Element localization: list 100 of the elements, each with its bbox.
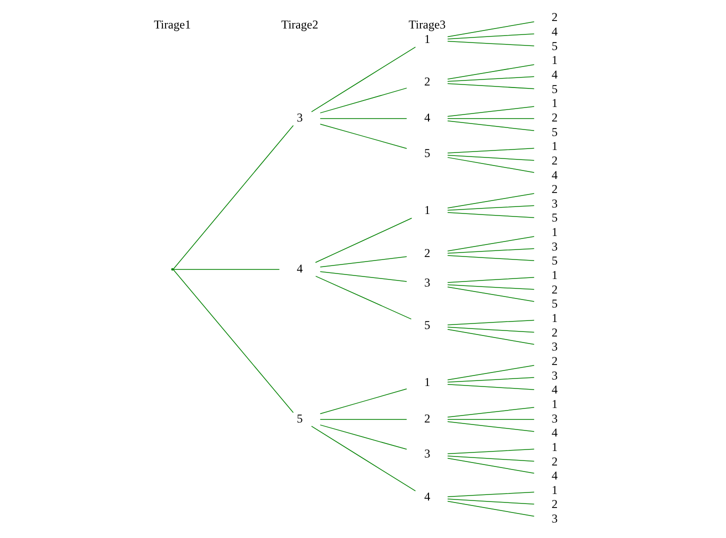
connector: [319, 88, 407, 114]
node-text: 1: [551, 482, 558, 497]
node-text: 4: [551, 24, 558, 38]
node-text: 4: [551, 67, 558, 82]
connector: [446, 421, 534, 432]
connector: [446, 212, 534, 218]
connector: [446, 377, 534, 383]
connector: [446, 106, 534, 117]
connector: [446, 193, 534, 208]
connector: [314, 276, 412, 320]
connector: [446, 148, 534, 154]
connector: [172, 125, 294, 270]
node-text: 5: [551, 82, 558, 96]
connector: [446, 120, 534, 132]
node-text: 1: [424, 32, 430, 46]
connector: [446, 419, 534, 420]
connector: [446, 500, 534, 517]
connector: [446, 406, 534, 418]
node-text: 1: [551, 396, 558, 411]
node-text: 3: [551, 411, 558, 426]
node-text: 3: [551, 512, 558, 526]
node-text: 5: [551, 210, 558, 225]
connector: [446, 458, 534, 474]
node-text: 3: [551, 196, 558, 210]
node-text: 2: [424, 246, 430, 260]
connector: [446, 83, 534, 90]
connector: [446, 326, 534, 333]
node-text: 5: [424, 318, 430, 332]
node-text: 4: [551, 426, 558, 440]
node-text: 2: [551, 182, 558, 196]
node-text: 3: [424, 446, 430, 461]
node-text: 3: [551, 368, 558, 382]
node-text: 2: [424, 411, 430, 426]
node-text: 4: [551, 168, 558, 182]
connector: [446, 276, 534, 283]
node-text: 5: [551, 296, 558, 311]
node-text: 5: [424, 146, 430, 160]
connector: [314, 218, 412, 263]
node-text: 2: [551, 454, 558, 468]
node-text: 3: [424, 276, 430, 290]
node-text: 1: [551, 53, 558, 68]
node-text: 3: [296, 110, 302, 124]
node-point: [170, 268, 174, 271]
connector: [446, 498, 534, 505]
node-text: 1: [424, 375, 430, 390]
connector: [446, 40, 534, 46]
node-text: 1: [551, 139, 558, 154]
node-text: 1: [551, 268, 558, 282]
node-text: 2: [551, 153, 558, 168]
node-text: 2: [551, 110, 558, 124]
node-text: 2: [551, 325, 558, 340]
connector: [446, 286, 534, 302]
connector: [446, 33, 534, 40]
connector: [310, 46, 416, 112]
connector: [446, 236, 534, 252]
connector: [172, 269, 294, 413]
node-text: 2: [551, 282, 558, 296]
connector: [446, 21, 534, 38]
node-text: 5: [551, 254, 558, 268]
connector: [446, 492, 534, 498]
node-text: 1: [551, 311, 558, 326]
connector: [446, 76, 534, 82]
node-text: 2: [551, 354, 558, 368]
connector: [446, 248, 534, 254]
node-text: 1: [551, 96, 558, 110]
connector: [310, 426, 416, 492]
node-text: 2: [551, 10, 558, 24]
connector: [446, 255, 534, 262]
connector: [446, 384, 534, 390]
node-text: 1: [551, 225, 558, 240]
node-text: 2: [424, 74, 430, 88]
connector: [446, 157, 534, 173]
node-text: 1: [424, 203, 430, 218]
connector: [446, 365, 534, 380]
label: Tirage3: [408, 18, 446, 32]
node-text: 5: [551, 124, 558, 139]
connector: [446, 328, 534, 345]
node-text: 4: [424, 110, 430, 124]
connector: [446, 118, 534, 119]
connector: [446, 205, 534, 211]
connector: [319, 388, 407, 414]
node-text: 4: [551, 468, 558, 483]
connector: [319, 256, 407, 268]
node-text: 3: [551, 340, 558, 354]
label: Tirage2: [280, 18, 318, 32]
node-text: 5: [551, 38, 558, 53]
connector: [446, 456, 534, 462]
node-text: 3: [551, 239, 558, 254]
connector: [446, 154, 534, 161]
connector: [319, 118, 407, 119]
node-text: 2: [551, 497, 558, 512]
connector: [446, 64, 534, 80]
connector: [172, 269, 280, 270]
connector: [319, 424, 407, 450]
connector: [319, 271, 407, 282]
connector: [319, 419, 407, 420]
connector: [319, 124, 407, 149]
label: Tirage1: [153, 18, 190, 32]
connector: [446, 284, 534, 290]
connector: [446, 320, 534, 326]
